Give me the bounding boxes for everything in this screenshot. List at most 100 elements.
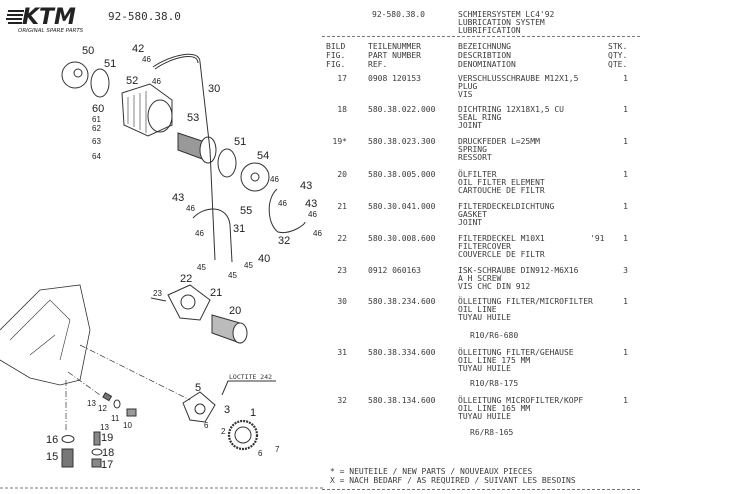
header-divider bbox=[322, 36, 640, 37]
callout-64: 64 bbox=[92, 152, 101, 161]
callout-17: 17 bbox=[101, 459, 113, 471]
variant-note: R6/R8-165 bbox=[470, 428, 514, 437]
part-number: 580.38.023.300 bbox=[368, 137, 436, 146]
part-number: 0908 120153 bbox=[368, 74, 421, 83]
quantity: 3 bbox=[623, 266, 628, 275]
oil-pump-5-shape bbox=[182, 391, 216, 423]
logo-subtitle: ORIGINAL SPARE PARTS bbox=[18, 28, 84, 34]
oil-line-31 bbox=[192, 208, 233, 263]
callout-5: 5 bbox=[195, 382, 201, 394]
description-line: VIS bbox=[458, 90, 473, 99]
description-line: JOINT bbox=[458, 218, 483, 227]
part-number: 580.30.008.600 bbox=[368, 234, 436, 243]
quantity: 1 bbox=[623, 396, 628, 405]
callout-43: 43 bbox=[305, 198, 317, 210]
description-header: BEZEICHNUNG bbox=[458, 42, 511, 51]
callout-1: 1 bbox=[250, 407, 256, 419]
footnote-new-parts: * = NEUTEILE / NEW PARTS / NOUVEAUX PIEC… bbox=[330, 467, 533, 476]
callout-46: 46 bbox=[142, 55, 151, 64]
part-number-header: REF. bbox=[368, 60, 388, 69]
footnote-as-required: X = NACH BEDARF / AS REQUIRED / SUIVANT … bbox=[330, 476, 576, 485]
fig-number: 31 bbox=[337, 348, 347, 357]
logo-text: KTM bbox=[22, 5, 76, 30]
part-number: 0912 060163 bbox=[368, 266, 421, 275]
callout-54: 54 bbox=[257, 150, 269, 162]
section-title-en: LUBRICATION SYSTEM bbox=[458, 18, 545, 27]
callout-12: 12 bbox=[98, 404, 107, 413]
ktm-logo: KTM ORIGINAL SPARE PARTS bbox=[6, 5, 84, 34]
callout-6: 6 bbox=[204, 421, 209, 430]
variant-note: R10/R8-175 bbox=[470, 379, 519, 388]
callout-63: 63 bbox=[92, 137, 101, 146]
variant-note: R10/R6-680 bbox=[470, 331, 519, 340]
fig-number: 30 bbox=[337, 297, 347, 306]
oil-line-32 bbox=[268, 188, 306, 234]
part-number: 580.38.022.000 bbox=[368, 105, 436, 114]
description-line: PLUG bbox=[458, 82, 478, 91]
callout-13: 13 bbox=[100, 423, 109, 432]
quantity: 1 bbox=[623, 105, 628, 114]
fig-number: 32 bbox=[337, 396, 347, 405]
part-number: 580.38.334.600 bbox=[368, 348, 436, 357]
qty-header: QTE. bbox=[608, 60, 628, 69]
callout-11: 11 bbox=[111, 414, 120, 423]
description-line: OIL LINE 175 MM bbox=[458, 356, 531, 365]
callout-3: 3 bbox=[224, 404, 230, 416]
callout-21: 21 bbox=[210, 287, 222, 299]
description-line: OIL LINE bbox=[458, 305, 497, 314]
callout-45: 45 bbox=[244, 261, 253, 270]
quantity: 1 bbox=[623, 234, 628, 243]
callout-46: 46 bbox=[308, 210, 317, 219]
doc-number-left: 92-580.38.0 bbox=[108, 10, 181, 23]
callout-46: 46 bbox=[152, 77, 161, 86]
oil-line-30 bbox=[152, 53, 216, 261]
callout-31: 31 bbox=[233, 223, 245, 235]
callout-40: 40 bbox=[258, 253, 270, 265]
callout-62: 62 bbox=[92, 124, 101, 133]
callout-43: 43 bbox=[172, 192, 184, 204]
description-line: ÖLLEITUNG FILTER/GEHAUSE bbox=[458, 348, 574, 357]
description-line: A H SCREW bbox=[458, 274, 502, 283]
o-ring-51-shape bbox=[90, 68, 110, 98]
cover-50-shape bbox=[61, 61, 89, 89]
description-line: ÖLLEITUNG MICROFILTER/KOPF bbox=[458, 396, 584, 405]
callout-7: 7 bbox=[275, 445, 280, 454]
callout-46: 46 bbox=[186, 204, 195, 213]
description-line: JOINT bbox=[458, 121, 483, 130]
part-number: 580.38.234.600 bbox=[368, 297, 436, 306]
callout-15: 15 bbox=[46, 451, 58, 463]
callout-55: 55 bbox=[240, 205, 252, 217]
fig-number: 19* bbox=[332, 137, 347, 146]
callout-46: 46 bbox=[270, 175, 279, 184]
description-line: DRUCKFEDER L=25MM bbox=[458, 137, 540, 146]
quantity: 1 bbox=[623, 348, 628, 357]
description-line: SEAL RING bbox=[458, 113, 502, 122]
description-line: ÖLFILTER bbox=[458, 170, 497, 179]
cover-54-shape bbox=[240, 162, 270, 192]
fig-number: 23 bbox=[337, 266, 347, 275]
callout-2: 2 bbox=[221, 427, 226, 436]
loctite-annotation: LOCTITE 242 bbox=[229, 373, 272, 381]
description-line: CARTOUCHE DE FILTR bbox=[458, 186, 545, 195]
callout-18: 18 bbox=[102, 447, 114, 459]
callout-45: 45 bbox=[197, 263, 206, 272]
footer-divider bbox=[322, 489, 640, 490]
callout-19: 19 bbox=[101, 432, 113, 444]
fig-header: FIG. bbox=[326, 60, 346, 69]
part-number: 580.38.005.000 bbox=[368, 170, 436, 179]
description-line: TUYAU HUILE bbox=[458, 412, 511, 421]
part-number-header: TEILENUMMER bbox=[368, 42, 421, 51]
callout-13: 13 bbox=[87, 399, 96, 408]
quantity: 1 bbox=[623, 170, 628, 179]
housing-52-shape bbox=[121, 83, 173, 137]
qty-header: QTY. bbox=[608, 51, 628, 60]
description-line: FILTERDECKEL M10X1 bbox=[458, 234, 545, 243]
crankcase-shape bbox=[0, 284, 91, 386]
callout-22: 22 bbox=[180, 273, 192, 285]
section-title-fr: LUBRIFICATION bbox=[458, 26, 521, 35]
fig-number: 22 bbox=[337, 234, 347, 243]
description-line: FILTERDECKELDICHTUNG bbox=[458, 202, 555, 211]
description-line: OIL FILTER ELEMENT bbox=[458, 178, 545, 187]
description-line: TUYAU HUILE bbox=[458, 364, 511, 373]
fig-number: 18 bbox=[337, 105, 347, 114]
